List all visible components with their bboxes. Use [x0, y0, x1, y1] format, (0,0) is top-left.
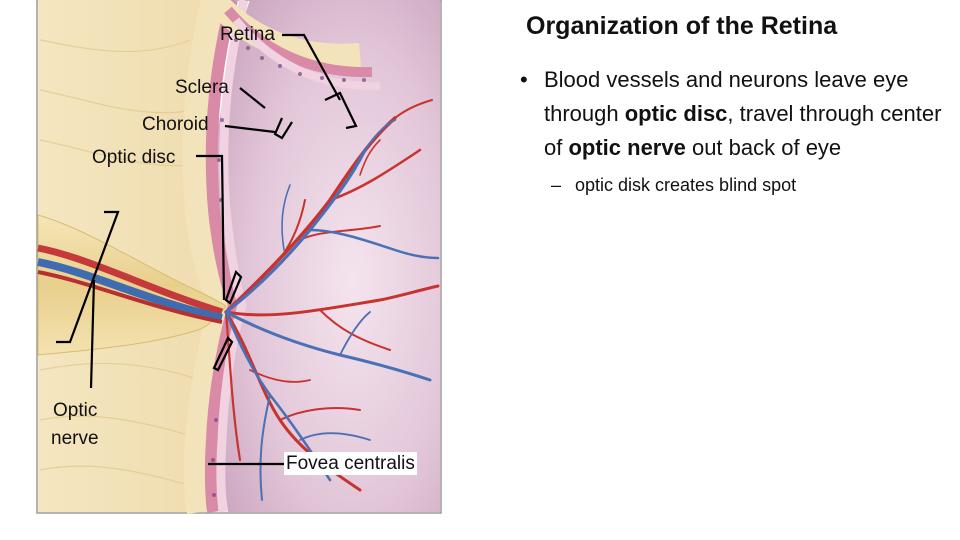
optic-nerve — [37, 214, 227, 356]
label-fovea-centralis: Fovea centralis — [284, 452, 417, 475]
bullet-text-part2: , travel through center of — [544, 101, 942, 160]
label-optic-disc: Optic disc — [92, 147, 176, 168]
label-sclera: Sclera — [175, 77, 229, 98]
slide-title: Organization of the Retina — [526, 12, 838, 40]
sheath-tissue — [38, 0, 227, 512]
bullet-item: • Blood vessels and neurons leave eye th… — [520, 63, 945, 165]
bullet-text-part3: out back of eye — [685, 135, 842, 160]
label-choroid: Choroid — [142, 114, 209, 135]
bullet-bold-optic-nerve: optic nerve — [568, 135, 686, 160]
retina-anatomy-figure: Retina Sclera Choroid Optic disc Optic n… — [0, 0, 460, 540]
bullet-marker: • — [520, 67, 528, 92]
sub-bullet-text: optic disk creates blind spot — [575, 175, 797, 195]
bullet-text-part1: Blood vessels and neurons leave eye thro… — [544, 67, 909, 126]
sub-bullet-item: – optic disk creates blind spot — [520, 173, 945, 197]
bullet-list: • Blood vessels and neurons leave eye th… — [520, 63, 945, 197]
leader-lines — [56, 33, 358, 466]
label-retina: Retina — [220, 24, 275, 45]
bullet-bold-optic-disc: optic disc — [624, 101, 728, 126]
label-optic-nerve-line2: nerve — [51, 428, 99, 449]
label-optic-nerve-line1: Optic — [53, 400, 98, 421]
sub-bullet-marker: – — [551, 175, 562, 195]
retina-anatomy-illustration — [36, 0, 442, 515]
sclera-layer — [182, 0, 236, 515]
